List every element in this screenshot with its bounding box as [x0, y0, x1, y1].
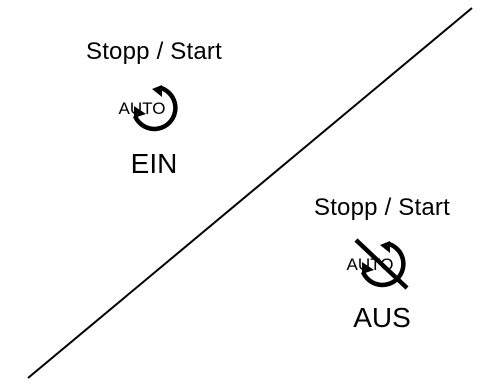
auto-arrowhead-top [380, 241, 390, 253]
auto-stop-start-on-graphic: AUTO [119, 85, 178, 132]
auto-stop-start-off-icon: AUTO [340, 236, 424, 292]
auto-icon-label: AUTO [347, 255, 394, 274]
auto-icon-label: AUTO [119, 99, 166, 118]
auto-arrowhead-left [362, 262, 374, 274]
stop-start-on-heading: Stopp / Start [85, 38, 222, 65]
disabled-slash [354, 238, 409, 290]
stop-start-status-off: AUS [353, 302, 411, 333]
auto-stop-start-icon: AUTO [112, 80, 196, 136]
auto-stop-start-off-graphic: AUTO [347, 238, 409, 290]
stop-start-off-panel: Stopp / Start AUTO AUS [282, 194, 482, 334]
auto-arrowhead-top [152, 85, 162, 97]
auto-circular-arrow-arc [132, 85, 178, 132]
auto-arrowhead-left [134, 106, 146, 118]
stop-start-status-on: EIN [130, 148, 178, 179]
stop-start-on-panel: Stopp / Start AUTO EIN [54, 38, 254, 180]
stop-start-off-heading: Stopp / Start [313, 194, 450, 221]
